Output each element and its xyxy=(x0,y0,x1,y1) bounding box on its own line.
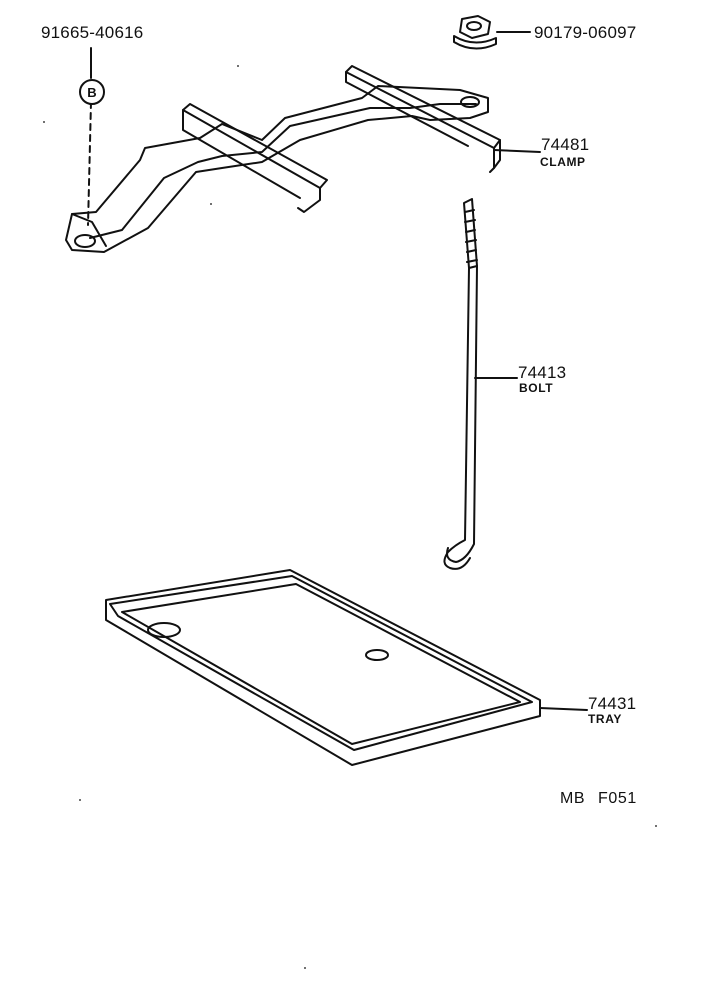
clamp-crossbar-right xyxy=(346,66,540,172)
bolt-part-number: 74413 xyxy=(518,363,567,382)
bolt-b-leader xyxy=(88,48,91,225)
diagram-code-prefix: MB xyxy=(560,790,586,807)
bolt-b-part-number: 91665-40616 xyxy=(41,23,144,42)
tray-part-name: TRAY xyxy=(588,712,622,726)
bolt-b-symbol-letter: B xyxy=(87,84,97,100)
clamp-part-name: CLAMP xyxy=(540,155,586,169)
diagram-code-number: F051 xyxy=(598,790,637,807)
scan-specks xyxy=(43,65,657,969)
long-bolt-part xyxy=(444,199,517,569)
clamp-crossbar-left xyxy=(183,104,327,212)
bolt-part-name: BOLT xyxy=(519,381,554,395)
nut-part-number: 90179-06097 xyxy=(534,23,637,42)
clamp-part-number: 74481 xyxy=(541,135,590,154)
nut-part xyxy=(454,16,530,49)
tray-part xyxy=(106,570,587,765)
clamp-main-bar xyxy=(66,86,488,252)
bolt-b-symbol: B xyxy=(79,79,105,105)
tray-part-number: 74431 xyxy=(588,694,637,713)
